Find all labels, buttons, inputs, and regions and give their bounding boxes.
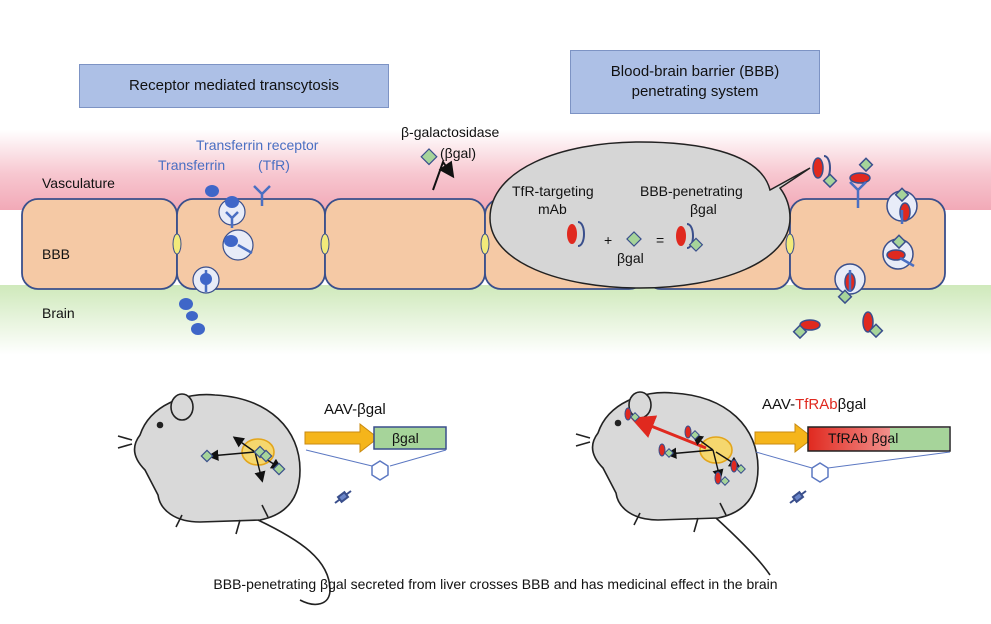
left-virus-icon: [371, 460, 389, 481]
bubble-bgal-label: βgal: [690, 201, 717, 217]
bgal-diamond-icon: [420, 148, 438, 166]
bubble-bgal-under-diamond: βgal: [617, 250, 644, 266]
right-syringe-icon: [789, 490, 807, 504]
brain-band: [0, 285, 991, 355]
right-vector-suffix: βgal: [837, 396, 867, 413]
right-vector-tfrab: TfRAb: [795, 396, 838, 413]
left-syringe-icon: [334, 490, 352, 504]
left-cassette-box: [373, 426, 447, 450]
left-cassette-label: βgal: [392, 430, 419, 446]
bubble-fusion-icon: [676, 223, 704, 252]
speech-bubble: [489, 141, 811, 289]
bubble-antibody-icon: [567, 221, 585, 247]
figure-caption: BBB-penetrating βgal secreted from liver…: [213, 576, 778, 592]
header-receptor-mediated-transcytosis: Receptor mediated transcytosis: [79, 64, 389, 108]
region-brain: Brain: [42, 305, 75, 321]
label-transferrin: Transferrin: [158, 157, 226, 173]
bubble-bbb-penetrating: BBB-penetrating: [640, 183, 743, 199]
left-mouse-illustration: [117, 393, 331, 606]
tight-junctions: [172, 233, 795, 255]
right-vector-label: AAV-TfRAbβgal: [762, 396, 866, 413]
right-mouse-protein-icons: [624, 407, 746, 486]
left-mouse-protein-icons: [200, 445, 286, 476]
right-cassette-lines: [755, 451, 951, 469]
bubble-equals: =: [656, 232, 665, 248]
right-cassette-green: [890, 428, 949, 450]
transferrin-dots: [179, 185, 239, 335]
bubble-bgal-diamond: [626, 231, 642, 247]
label-bgal-abbrev: (βgal): [440, 145, 477, 161]
right-cassette-label: TfRAb βgal: [828, 430, 899, 446]
label-tfr: (TfR): [258, 157, 290, 173]
region-bbb: BBB: [42, 246, 71, 262]
header-right-line1: Blood-brain barrier (BBB): [610, 63, 780, 80]
bgal-pointer-arrow: [432, 159, 455, 191]
bubble-mab: mAb: [538, 201, 567, 217]
bubble-plus: +: [604, 232, 613, 248]
region-vasculature: Vasculature: [42, 175, 115, 191]
right-virus-icon: [811, 462, 829, 483]
left-orange-arrow: [304, 422, 379, 454]
right-orange-arrow: [754, 422, 814, 454]
label-transferrin-receptor: Transferrin receptor: [196, 137, 319, 153]
header-left-text: Receptor mediated transcytosis: [128, 77, 340, 94]
header-bbb-penetrating-system: Blood-brain barrier (BBB) penetrating sy…: [570, 50, 820, 114]
header-right-line2: penetrating system: [631, 83, 759, 100]
right-vector-prefix: AAV-: [762, 396, 796, 413]
bubble-tfr-targeting: TfR-targeting: [512, 183, 594, 199]
label-beta-galactosidase: β-galactosidase: [401, 124, 500, 140]
left-cassette-lines: [305, 449, 447, 467]
receptor-icons-right: [848, 181, 915, 292]
right-mouse-illustration: [575, 391, 771, 576]
left-vector-label: AAV-βgal: [324, 401, 386, 418]
